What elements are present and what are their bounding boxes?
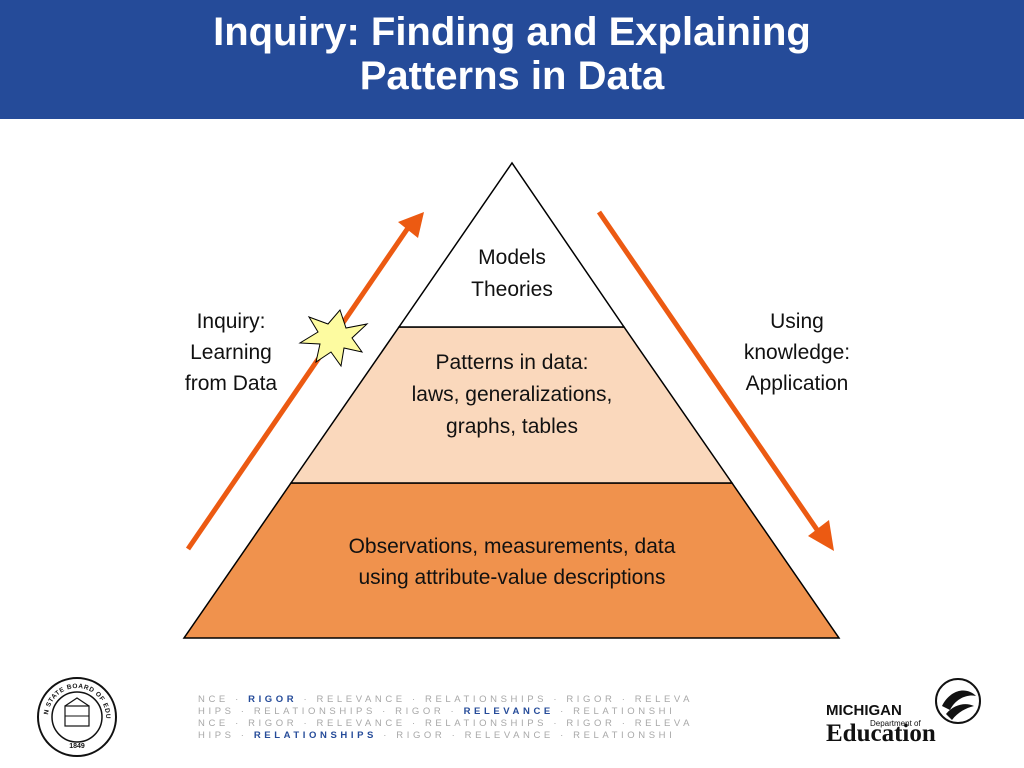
- left-label-line-2: Learning: [190, 341, 272, 364]
- left-label-line-3: from Data: [185, 372, 278, 395]
- banner-text: HIPS ·: [198, 730, 254, 741]
- right-label-line-1: Using: [770, 310, 824, 333]
- banner-row: NCE · RIGOR · RELEVANCE · RELATIONSHIPS …: [198, 718, 783, 730]
- banner-text: NCE · RIGOR · RELEVANCE · RELATIONSHIPS …: [198, 718, 694, 729]
- inquiry-arrow-head-icon: [398, 212, 424, 238]
- banner-highlight-word: RIGOR: [248, 694, 298, 705]
- inquiry-pyramid-diagram: Models Theories Patterns in data: laws, …: [182, 161, 850, 639]
- page-title-line-1: Inquiry: Finding and Explaining: [213, 10, 811, 54]
- state-board-seal-logo: MICHIGAN STATE BOARD OF EDUCATION 1849: [36, 676, 117, 757]
- banner-text: · RIGOR · RELEVANCE · RELATIONSHI: [377, 730, 676, 741]
- middle-tier-line-2: laws, generalizations,: [412, 383, 613, 406]
- banner-highlight-word: RELATIONSHIPS: [253, 730, 377, 741]
- title-bar: Inquiry: Finding and Explaining Patterns…: [0, 0, 1024, 119]
- banner-row: HIPS · RELATIONSHIPS · RIGOR · RELEVANCE…: [198, 706, 783, 718]
- bottom-tier-line-1: Observations, measurements, data: [349, 535, 676, 558]
- right-label-line-2: knowledge:: [744, 341, 850, 364]
- right-label-line-3: Application: [746, 372, 849, 395]
- page-title-line-2: Patterns in Data: [359, 54, 665, 98]
- banner-row: HIPS · RELATIONSHIPS · RIGOR · RELEVANCE…: [198, 730, 783, 742]
- great-lakes-emblem-icon: [935, 678, 981, 724]
- banner-text: NCE ·: [198, 694, 249, 705]
- application-arrow-shaft: [596, 210, 825, 539]
- starburst-icon: [298, 309, 369, 368]
- banner-text: HIPS · RELATIONSHIPS · RIGOR ·: [198, 706, 464, 717]
- seal-year: 1849: [69, 743, 85, 750]
- pyramid-top-tier: [397, 161, 626, 328]
- top-tier-line-1: Models: [478, 246, 546, 269]
- logo-department-text: Department of: [870, 719, 921, 728]
- banner-row: NCE · RIGOR · RELEVANCE · RELATIONSHIPS …: [198, 694, 783, 706]
- bottom-tier-line-2: using attribute-value descriptions: [358, 566, 665, 589]
- banner-text: · RELEVANCE · RELATIONSHIPS · RIGOR · RE…: [297, 694, 694, 705]
- inquiry-arrow-shaft: [185, 223, 413, 551]
- top-tier-line-2: Theories: [471, 278, 553, 301]
- application-arrow-head-icon: [808, 520, 834, 551]
- left-label-line-1: Inquiry:: [197, 310, 266, 333]
- banner-text: · RELATIONSHI: [553, 706, 676, 717]
- logo-michigan-text: MICHIGAN: [826, 702, 902, 719]
- pyramid-bottom-tier: [182, 482, 841, 639]
- rigor-relevance-banner: NCE · RIGOR · RELEVANCE · RELATIONSHIPS …: [198, 694, 783, 742]
- middle-tier-line-1: Patterns in data:: [436, 351, 589, 374]
- banner-highlight-word: RELEVANCE: [463, 706, 554, 717]
- middle-tier-line-3: graphs, tables: [446, 415, 578, 438]
- michigan-education-logo: MICHIGAN Department of Education: [822, 676, 982, 747]
- logo-education-text: Education: [826, 720, 936, 747]
